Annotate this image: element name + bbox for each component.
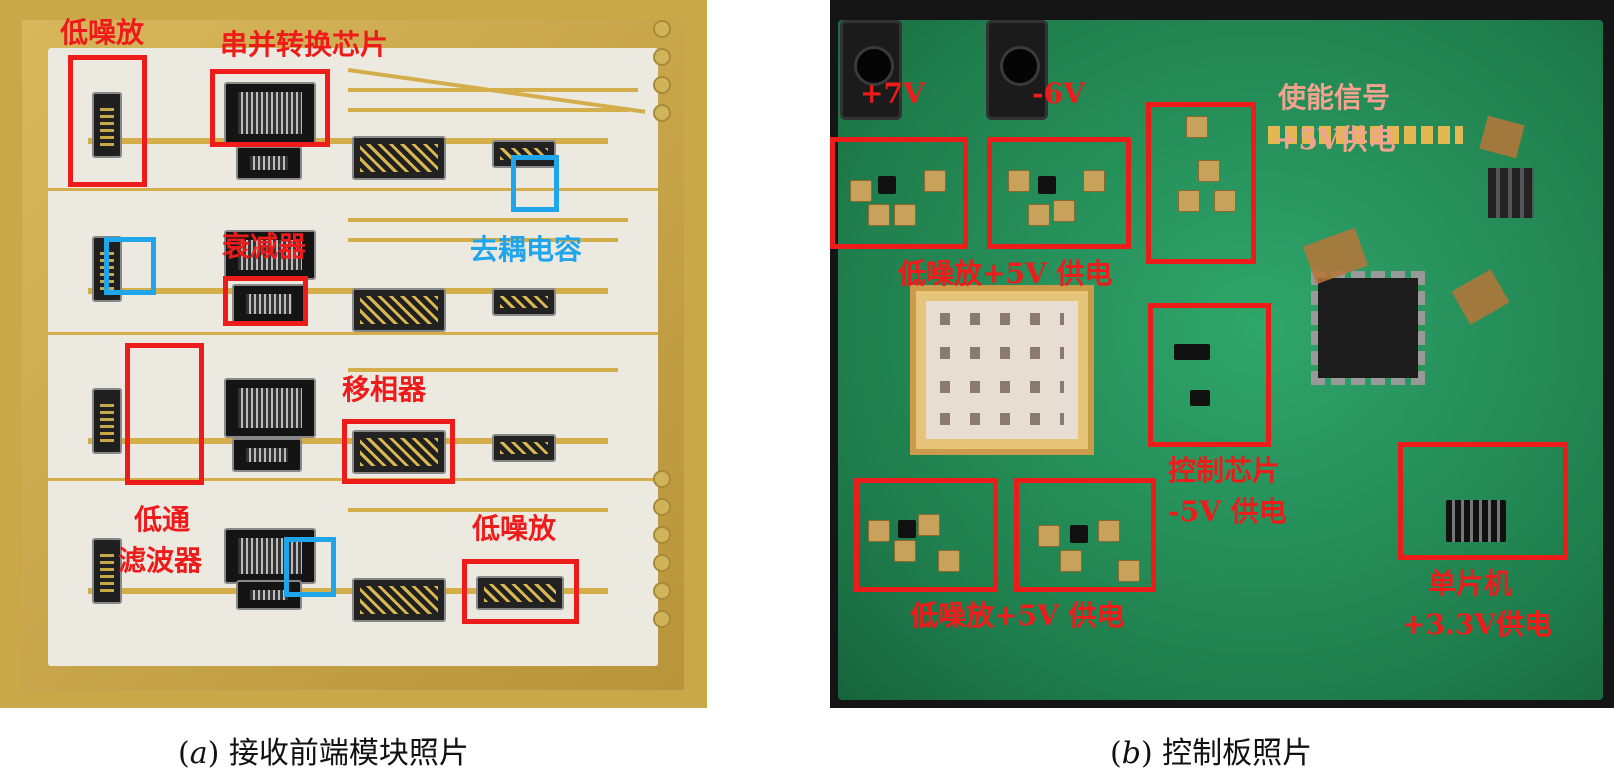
lna-chip: [92, 92, 122, 158]
trace: [348, 218, 628, 222]
lna-chip: [92, 538, 122, 604]
lna-bottom-box: [462, 559, 579, 624]
trace: [348, 508, 608, 512]
control-chip-label: 控制芯片: [1168, 454, 1281, 487]
trace: [348, 88, 638, 92]
receiver-frontend-photo: 低噪放 串并转换芯片 衰减器 去耦电容 移相器 低通 滤波器 低噪放: [0, 0, 707, 708]
caption-b: (b) 控制板照片: [1110, 736, 1313, 771]
plus7v-regulator-box: [830, 137, 968, 249]
lna-power-bottom-box-2: [1014, 478, 1156, 592]
mcu-label: 单片机: [1428, 567, 1513, 600]
mcu-box: [1398, 442, 1568, 560]
via-column: [650, 10, 674, 132]
lowpass-filter-label-line2: 滤波器: [118, 544, 203, 577]
trace: [48, 188, 658, 191]
attenuator-chip: [236, 146, 302, 180]
plus7v-label: +7V: [860, 77, 925, 110]
phase-shifter-label: 移相器: [342, 373, 427, 406]
lna-chip: [476, 576, 564, 610]
caption-a: (a) 接收前端模块照片: [178, 736, 469, 771]
attenuator-box: [223, 276, 308, 326]
lna-chip: [492, 288, 556, 316]
lna-power-bottom-box-1: [854, 478, 998, 592]
pin-header: [1488, 168, 1534, 218]
lna-chip: [492, 434, 556, 462]
flex-tape: [1479, 115, 1525, 159]
phase-shifter-chip: [352, 430, 446, 474]
mcu-power-label: +3.3V供电: [1402, 608, 1552, 641]
trace: [48, 332, 658, 335]
trace: [348, 108, 628, 112]
decoupling-cap-box: [284, 537, 336, 597]
phase-shifter-chip: [352, 578, 446, 622]
sp-converter-label: 串并转换芯片: [220, 28, 389, 61]
decoupling-cap-label: 去耦电容: [470, 233, 583, 266]
rf-trace: [88, 588, 608, 594]
dc-jack: [840, 20, 902, 120]
sp-converter-box: [210, 69, 330, 147]
phase-shifter-box: [342, 419, 455, 484]
lna-power-bottom-label: 低噪放+5V 供电: [910, 599, 1125, 632]
lowpass-filter-box: [125, 343, 204, 485]
lna-chip: [92, 388, 122, 454]
lna-bottom-label: 低噪放: [472, 512, 557, 545]
decoupling-cap-box: [104, 237, 156, 295]
sp-converter-chip: [224, 378, 316, 438]
trace: [348, 238, 618, 242]
green-pcb: [838, 20, 1603, 700]
decoupling-cap-box: [511, 155, 559, 212]
phase-shifter-chip: [352, 136, 446, 180]
lowpass-filter-label-line1: 低通: [134, 503, 191, 536]
trace: [348, 368, 618, 372]
enable-power-box: [1146, 102, 1256, 264]
via-column: [650, 460, 674, 638]
control-board-photo: +7V -6V 使能信号 +5V供电 低噪放+5V 供电 控制芯片 -5V 供电…: [830, 0, 1614, 708]
dc-jack: [986, 20, 1048, 120]
minus6v-regulator-box: [987, 137, 1131, 249]
lna-top-box: [68, 55, 147, 187]
attenuator-chip: [232, 284, 306, 324]
attenuator-chip: [232, 438, 302, 472]
lna-top-label: 低噪放: [60, 16, 145, 49]
mcu-chip: [1311, 271, 1425, 385]
enable-signal-label: 使能信号: [1278, 81, 1391, 114]
sp-converter-chip: [224, 230, 316, 280]
rf-trace: [88, 438, 608, 444]
rf-trace: [88, 138, 608, 144]
rf-trace: [88, 288, 608, 294]
phase-shifter-chip: [352, 288, 446, 332]
minus6v-label: -6V: [1032, 77, 1085, 110]
flex-tape: [1451, 269, 1510, 325]
control-chip-box: [1148, 303, 1271, 447]
lna-power-top-label: 低噪放+5V 供电: [898, 257, 1113, 290]
attenuator-label: 衰减器: [222, 230, 307, 263]
gold-pads: [1268, 126, 1463, 144]
frontend-module: [910, 285, 1094, 455]
control-power-label: -5V 供电: [1168, 495, 1287, 528]
sp-converter-chip: [224, 82, 316, 144]
flex-tape: [1302, 227, 1369, 285]
enable-power-label: +5V供电: [1275, 123, 1396, 156]
